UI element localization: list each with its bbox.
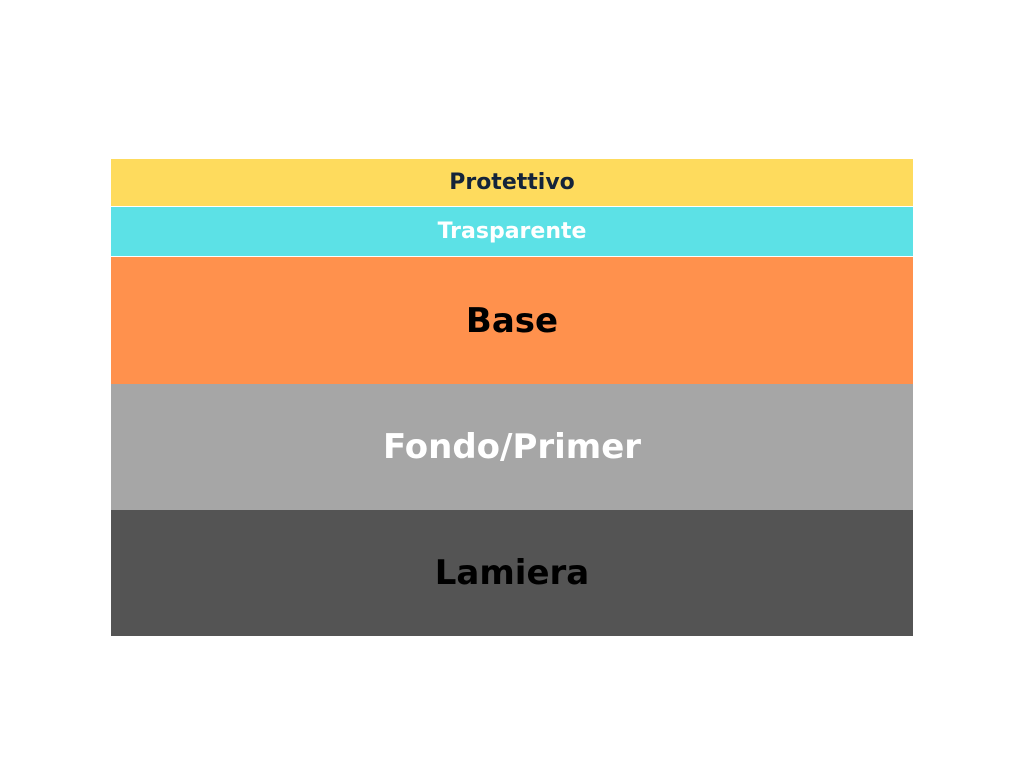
layer-trasparente-label: Trasparente (437, 219, 587, 244)
layer-fondo-primer-label: Fondo/Primer (382, 427, 642, 467)
layer-base: Base (111, 257, 913, 384)
layer-protettivo-label: Protettivo (449, 170, 575, 195)
layer-stack-diagram: Protettivo Trasparente Base Fondo/Primer… (111, 159, 913, 636)
layer-trasparente: Trasparente (111, 207, 913, 257)
layer-fondo-primer: Fondo/Primer (111, 384, 913, 510)
layer-lamiera: Lamiera (111, 510, 913, 636)
layer-lamiera-label: Lamiera (434, 553, 590, 593)
layer-protettivo: Protettivo (111, 159, 913, 207)
layer-base-label: Base (465, 300, 559, 341)
